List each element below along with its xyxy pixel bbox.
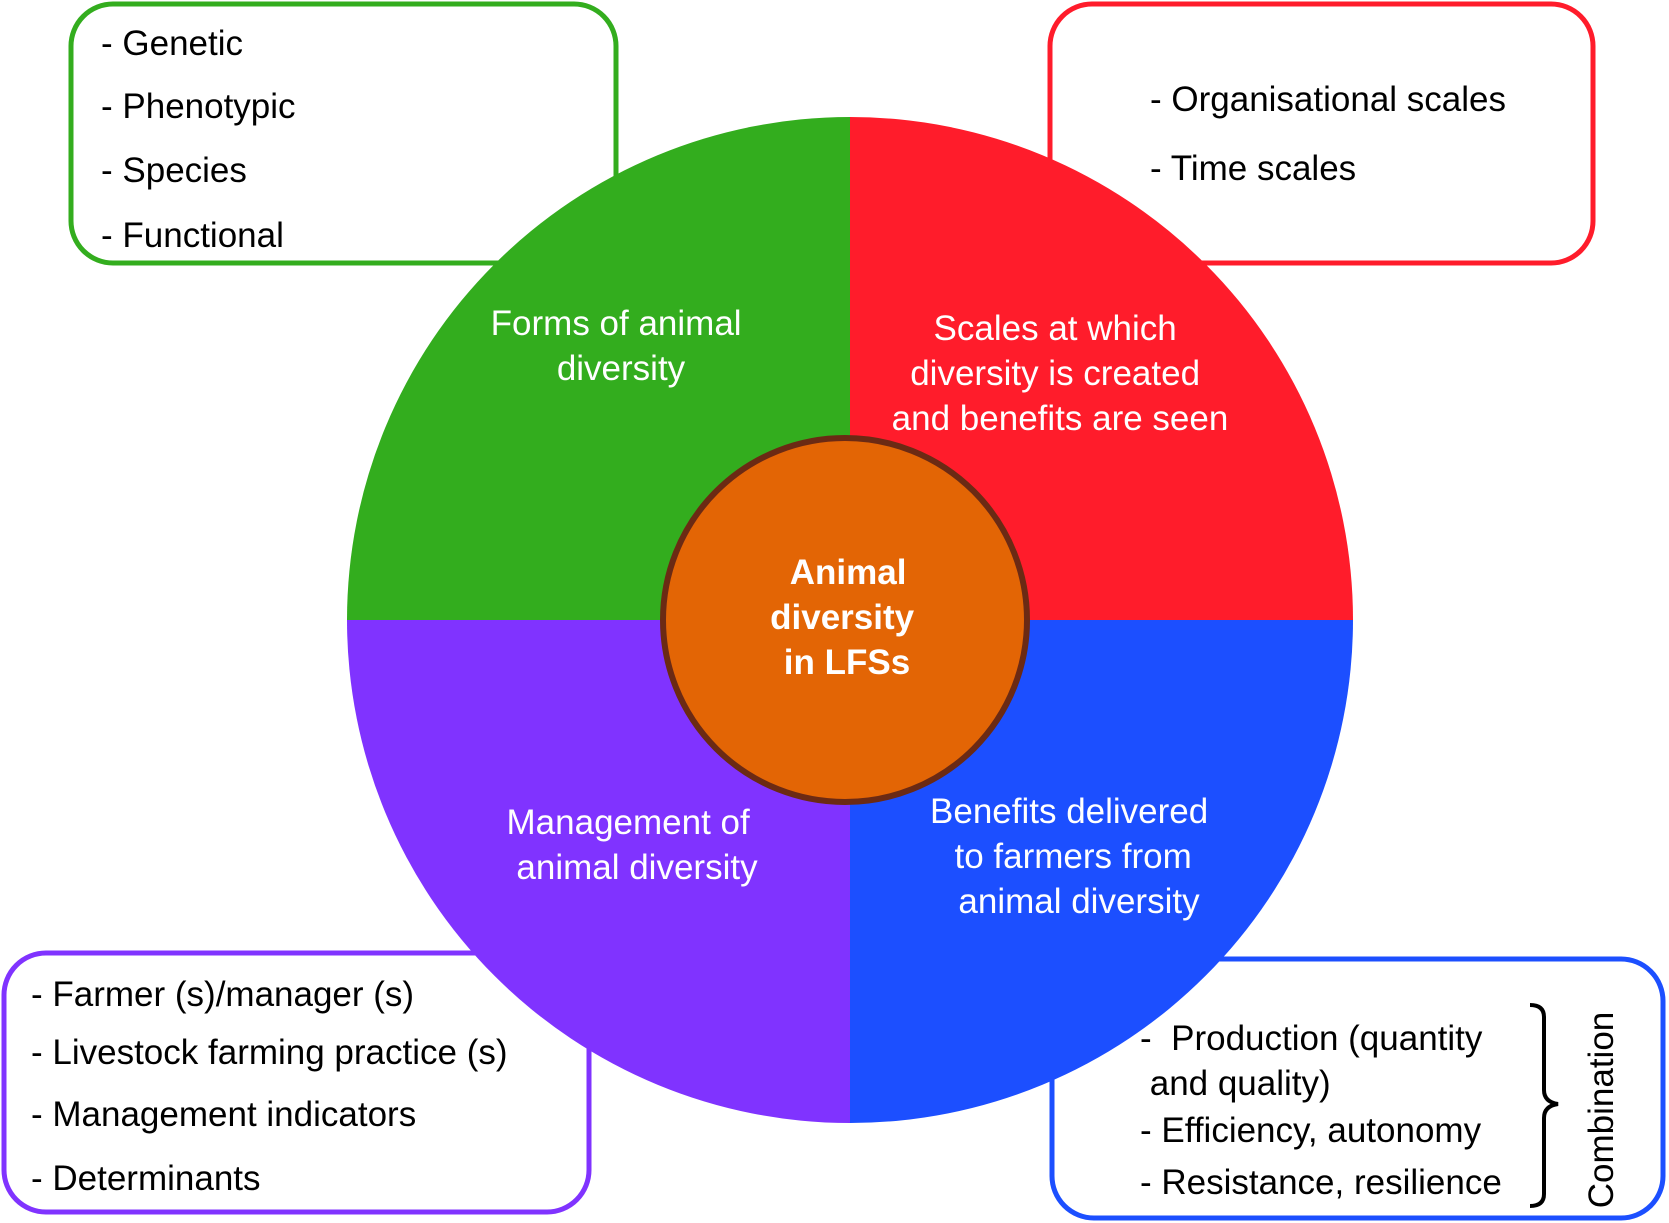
management-sector-line-2: animal diversity <box>516 848 758 887</box>
scales-sector-line-2: diversity is created <box>910 354 1200 393</box>
benefits-sector-label: Benefits delivered to farmers from anima… <box>930 792 1218 921</box>
combination-bracket <box>1529 1003 1559 1208</box>
scales-item-time: - Time scales <box>1150 149 1356 188</box>
forms-box <box>68 1 619 266</box>
center-title: Animal diversity in LFSs <box>770 553 924 682</box>
scales-sector-label: Scales at which diversity is created and… <box>892 309 1229 438</box>
forms-item-species: - Species <box>101 151 247 190</box>
scales-box-list: - Organisational scales - Time scales <box>1150 80 1516 188</box>
benefits-item-production-cont: and quality) <box>1140 1064 1331 1103</box>
benefits-item-resistance: - Resistance, resilience <box>1140 1163 1502 1202</box>
benefits-box <box>1049 956 1666 1221</box>
combination-label: Combination <box>1582 1012 1621 1209</box>
forms-item-genetic: - Genetic <box>101 24 243 63</box>
management-box-list: - Farmer (s)/manager (s) - Livestock far… <box>31 975 517 1198</box>
management-item-farmer: - Farmer (s)/manager (s) <box>31 975 414 1014</box>
scales-sector-line-3: and benefits are seen <box>892 399 1229 438</box>
benefits-sector-line-2: to farmers from <box>955 837 1192 876</box>
forms-item-functional: - Functional <box>101 216 284 255</box>
center-circle <box>660 435 1030 805</box>
center-line-2: diversity <box>770 598 914 637</box>
benefits-box-list: - Production (quantity and quality) - Ef… <box>1140 1019 1502 1202</box>
forms-sector-line-2: diversity <box>557 349 686 388</box>
management-item-indicators: - Management indicators <box>31 1095 416 1134</box>
benefits-sector-line-3: animal diversity <box>958 882 1200 921</box>
management-sector-label: Management of animal diversity <box>507 803 760 887</box>
scales-sector-line-1: Scales at which <box>934 309 1177 348</box>
management-item-determinants: - Determinants <box>31 1159 261 1198</box>
scales-item-organisational: - Organisational scales <box>1150 80 1506 119</box>
scales-box <box>1047 1 1596 266</box>
forms-item-phenotypic: - Phenotypic <box>101 87 296 126</box>
forms-box-list: - Genetic - Phenotypic - Species - Funct… <box>101 24 305 255</box>
center-line-1: Animal <box>790 553 907 592</box>
center-line-3: in LFSs <box>784 643 910 682</box>
management-item-practice: - Livestock farming practice (s) <box>31 1033 508 1072</box>
benefits-sector-line-1: Benefits delivered <box>930 792 1208 831</box>
benefits-item-production: - Production (quantity <box>1140 1019 1483 1058</box>
forms-sector-line-1: Forms of animal <box>491 304 742 343</box>
management-box <box>1 950 592 1215</box>
management-sector-line-1: Management of <box>507 803 750 842</box>
benefits-item-efficiency: - Efficiency, autonomy <box>1140 1111 1482 1150</box>
forms-sector-label: Forms of animal diversity <box>491 304 752 388</box>
